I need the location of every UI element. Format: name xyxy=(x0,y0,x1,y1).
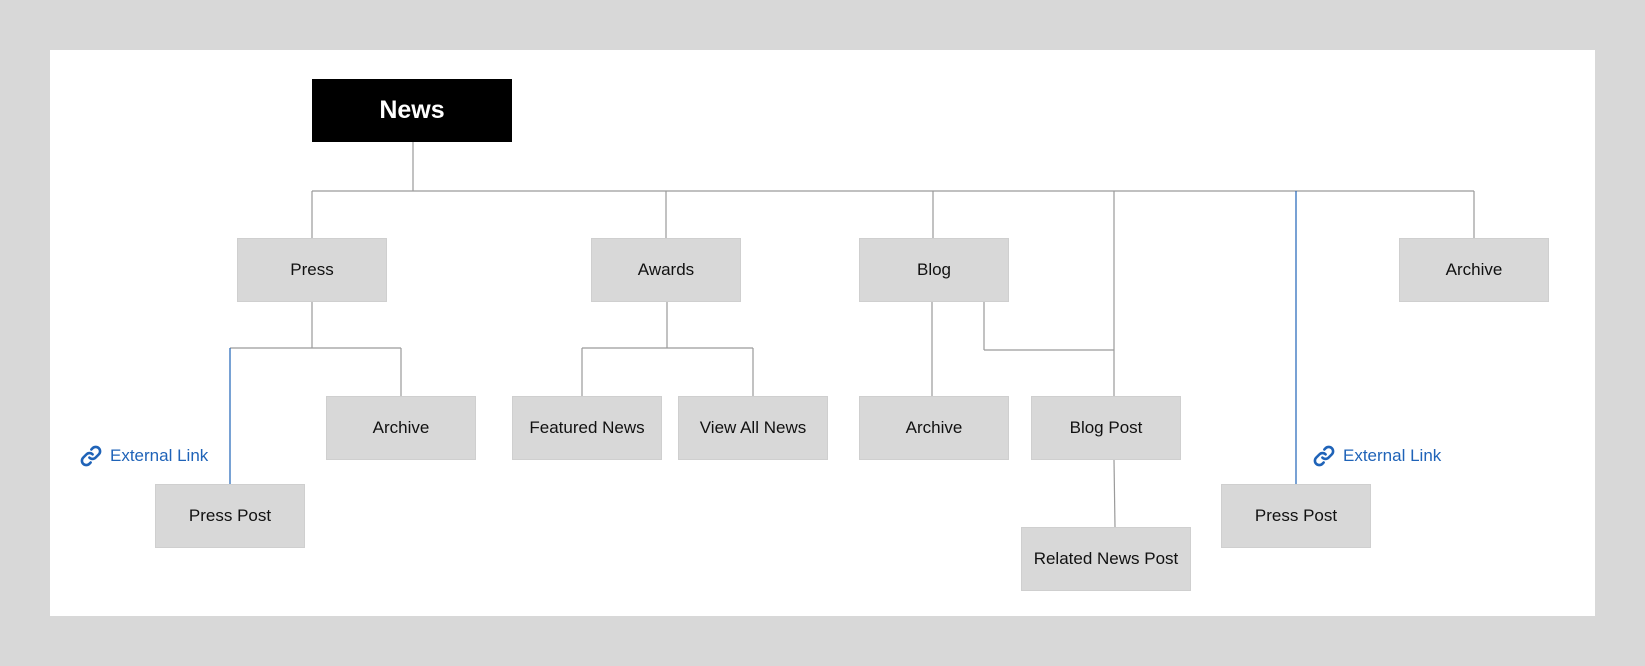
node-archive-label: Archive xyxy=(1445,260,1503,279)
node-featured-news[interactable]: Featured News xyxy=(512,396,662,460)
node-archive[interactable]: Archive xyxy=(1399,238,1549,302)
node-related-news-post-label: Related News Post xyxy=(1033,549,1179,568)
link-icon xyxy=(80,445,102,467)
node-blog-post-label: Blog Post xyxy=(1069,418,1143,437)
node-related-news-post[interactable]: Related News Post xyxy=(1021,527,1191,591)
node-press-label: Press xyxy=(290,260,334,279)
node-press-post[interactable]: Press Post xyxy=(155,484,305,548)
node-blog-label: Blog xyxy=(916,260,952,279)
node-external-press-post[interactable]: Press Post xyxy=(1221,484,1371,548)
node-press[interactable]: Press xyxy=(237,238,387,302)
node-awards[interactable]: Awards xyxy=(591,238,741,302)
node-awards-label: Awards xyxy=(637,260,695,279)
external-link-left-label: External Link xyxy=(110,446,209,465)
node-featured-news-label: Featured News xyxy=(529,418,645,437)
external-link-left[interactable]: External Link xyxy=(78,443,208,469)
external-link-right-label: External Link xyxy=(1343,446,1442,465)
node-press-archive-label: Archive xyxy=(372,418,430,437)
node-view-all-news[interactable]: View All News xyxy=(678,396,828,460)
node-blog-archive[interactable]: Archive xyxy=(859,396,1009,460)
node-view-all-news-label: View All News xyxy=(699,418,807,437)
node-blog-archive-label: Archive xyxy=(905,418,963,437)
node-press-archive[interactable]: Archive xyxy=(326,396,476,460)
node-external-press-post-label: Press Post xyxy=(1254,506,1338,525)
node-press-post-label: Press Post xyxy=(188,506,272,525)
link-icon xyxy=(1313,445,1335,467)
node-blog[interactable]: Blog xyxy=(859,238,1009,302)
root-node-news[interactable]: News xyxy=(312,79,512,142)
root-label: News xyxy=(379,96,445,124)
node-blog-post[interactable]: Blog Post xyxy=(1031,396,1181,460)
external-link-right[interactable]: External Link xyxy=(1311,443,1441,469)
